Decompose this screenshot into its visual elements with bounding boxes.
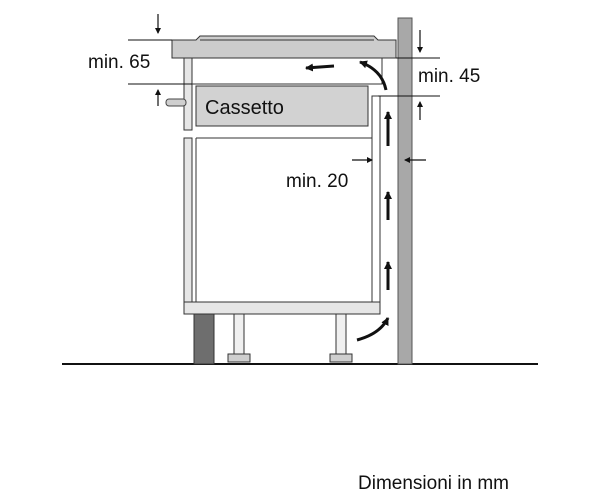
airflow-inlet-arrow (356, 317, 390, 342)
airflow-outlet-arrow (305, 63, 335, 72)
dim-min20-label: min. 20 (286, 171, 348, 192)
cabinet-back-panel (371, 95, 381, 303)
leg-left-foot (227, 353, 251, 363)
units-caption: Dimensioni in mm (358, 473, 509, 494)
leg-right (335, 313, 347, 355)
dim-min45-label: min. 45 (418, 66, 480, 87)
plinth (193, 313, 215, 365)
drawer-label: Cassetto (205, 97, 284, 119)
dim-min65-label: min. 65 (88, 52, 150, 73)
front-panel (183, 57, 193, 131)
cabinet-bottom (183, 301, 381, 315)
leg-right-foot (329, 353, 353, 363)
airflow-curve-arrow (359, 60, 388, 91)
hob-body (191, 57, 383, 85)
leg-left (233, 313, 245, 355)
drawer-box (195, 85, 369, 127)
cabinet-body (183, 137, 193, 315)
hob-top (171, 35, 397, 59)
wall (397, 17, 413, 365)
drawer-handle (165, 98, 187, 107)
